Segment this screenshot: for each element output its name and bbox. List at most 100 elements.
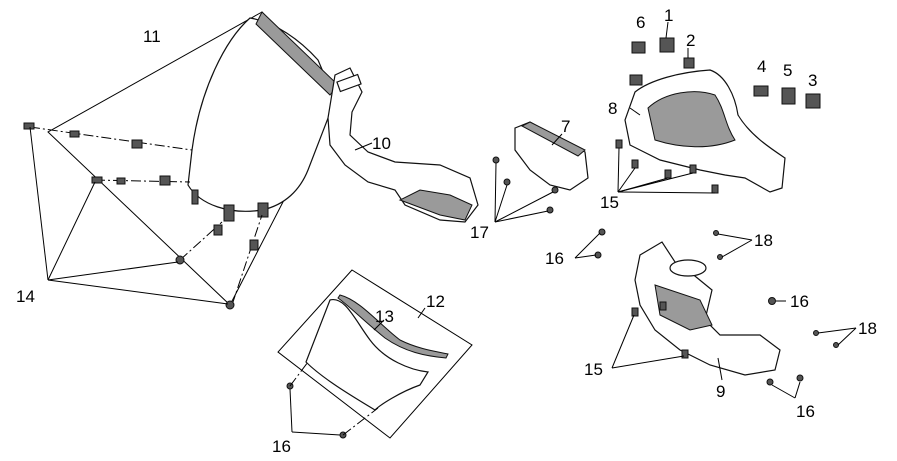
callout-7: 7 [561,117,570,136]
screw-4 [116,177,126,185]
p15-nut-2 [631,159,639,169]
p17-screw-1 [492,156,500,164]
callout-16-left: 16 [545,249,564,268]
p15-nut-1 [615,139,623,149]
shield-body [187,17,336,212]
leader-16b-1 [574,232,601,259]
switch-6 [631,41,646,54]
callout-16-bottom: 16 [796,402,815,421]
leader-14-d [47,279,229,305]
p16-screw-1 [598,228,606,236]
p17-screw-4 [546,206,554,214]
callout-5: 5 [783,61,792,80]
callout-16-right: 16 [790,292,809,311]
p15-nut-7 [681,349,689,359]
screw-5 [175,255,185,265]
shield-tab-side [191,189,199,205]
shield-edge [255,11,339,96]
bracket-top [520,121,586,157]
callout-18-lower: 18 [858,319,877,338]
callout-14: 14 [16,287,35,306]
leader-15a-5 [617,191,716,194]
callout-2: 2 [686,31,695,50]
switch-3 [805,93,821,109]
callout-13: 13 [375,307,394,326]
callout-9: 9 [716,382,725,401]
trim-13-body [305,299,430,411]
leader-15b-2 [611,355,685,369]
part-8-handlebar-cover [615,21,821,194]
leader-8 [629,107,641,116]
p18-screw-2 [717,254,723,260]
part-9-lower-cover [574,228,857,399]
leader-15b-1 [611,314,635,369]
leader-15a-2 [617,167,636,193]
leader-18b-1 [817,327,857,334]
screw-axis-lower [94,179,191,183]
callout-8: 8 [608,99,617,118]
screw-axis-right [231,214,263,306]
p18-screw-3 [813,330,819,336]
leader-13 [373,319,385,331]
leader-16d-1 [771,384,796,399]
leader-16a-2 [291,431,341,436]
trim-12-strip [337,294,449,359]
callout-17: 17 [470,223,489,242]
leader-14-c [47,261,179,281]
leader-16a-1 [289,388,293,433]
leader-18a-2 [721,239,753,258]
callout-15-upper: 15 [600,193,619,212]
leader-1 [665,21,669,39]
callout-10: 10 [372,134,391,153]
p16-screw-5 [796,374,804,382]
screw-6 [225,300,235,310]
part-11-front-shield [47,11,339,306]
clip-1 [131,139,143,149]
callout-4: 4 [757,57,766,76]
leader-14-b [47,181,96,281]
p17-screw-2 [503,178,511,186]
switch-5 [781,87,796,105]
leader-10 [354,142,373,151]
p15-nut-6 [631,307,639,317]
clip-2 [159,175,171,186]
lower-cover-body [634,241,781,376]
part-14-screws [23,122,263,310]
p18-screw-1 [713,230,719,236]
leader-17-d [494,210,549,223]
duct-lower [398,189,473,221]
screw-axis-upper [29,126,193,151]
duct-body [327,67,479,223]
p16-screw-4 [766,378,774,386]
shield-tab-left [223,204,235,222]
duct-tab [336,73,362,93]
callout-3: 3 [808,71,817,90]
screw-axis-mid [179,221,223,261]
part-7-bracket [492,121,589,223]
switch-1 [659,37,675,53]
part-12-frame [277,269,473,439]
leader-9 [717,357,723,381]
cover-lens [647,91,736,148]
leader-15a-4 [617,172,694,193]
leader-17-a [494,162,497,223]
callout-18-upper: 18 [754,231,773,250]
trim-screw-axis-2 [342,407,379,436]
nut-1 [213,224,223,236]
screw-2 [69,130,80,138]
part-10-inner-cover [327,67,479,223]
cover-clip [629,74,643,86]
p15-nut-5 [711,184,719,194]
callout-15-lower: 15 [584,360,603,379]
callout-6: 6 [636,13,645,32]
leader-18b-2 [837,327,857,346]
leader-17-b [494,184,508,223]
screw-1 [23,122,35,130]
leader-12 [417,307,426,319]
shield-tab-right [257,202,269,218]
leader-16b-2 [574,254,597,259]
lower-cover-inner [654,284,713,331]
callout-1: 1 [664,6,673,25]
